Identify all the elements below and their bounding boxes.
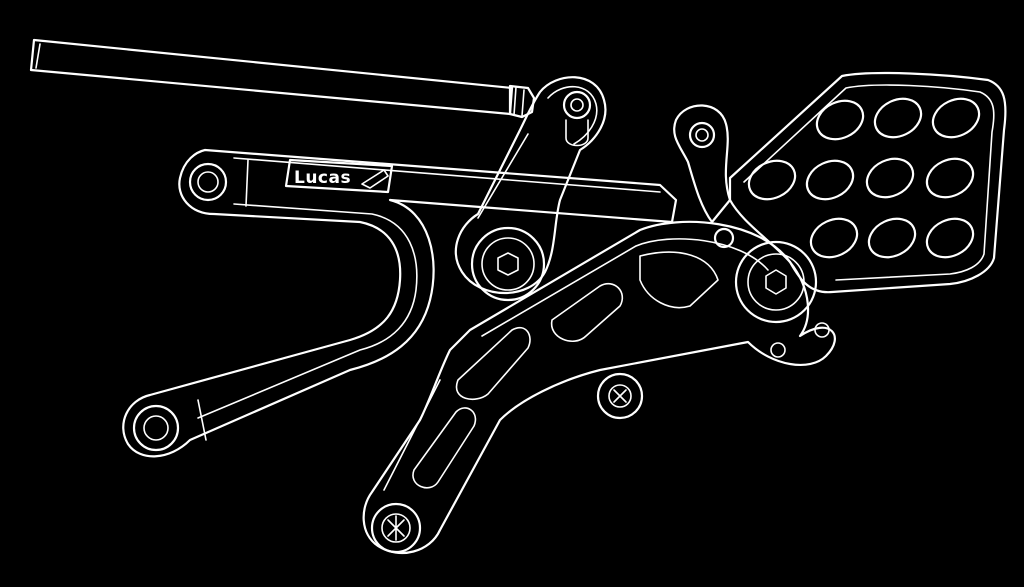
hanger-plate: [362, 220, 836, 554]
brand-label: Lucas: [294, 168, 351, 188]
shift-lever-arm: [454, 76, 607, 294]
pivot-boss: [470, 226, 546, 302]
heel-plate-bracket: [122, 148, 678, 458]
shift-rod: [29, 38, 536, 119]
heel-guard: [728, 71, 1007, 294]
upper-link: [673, 104, 732, 224]
brand-badge: Lucas: [284, 158, 394, 194]
